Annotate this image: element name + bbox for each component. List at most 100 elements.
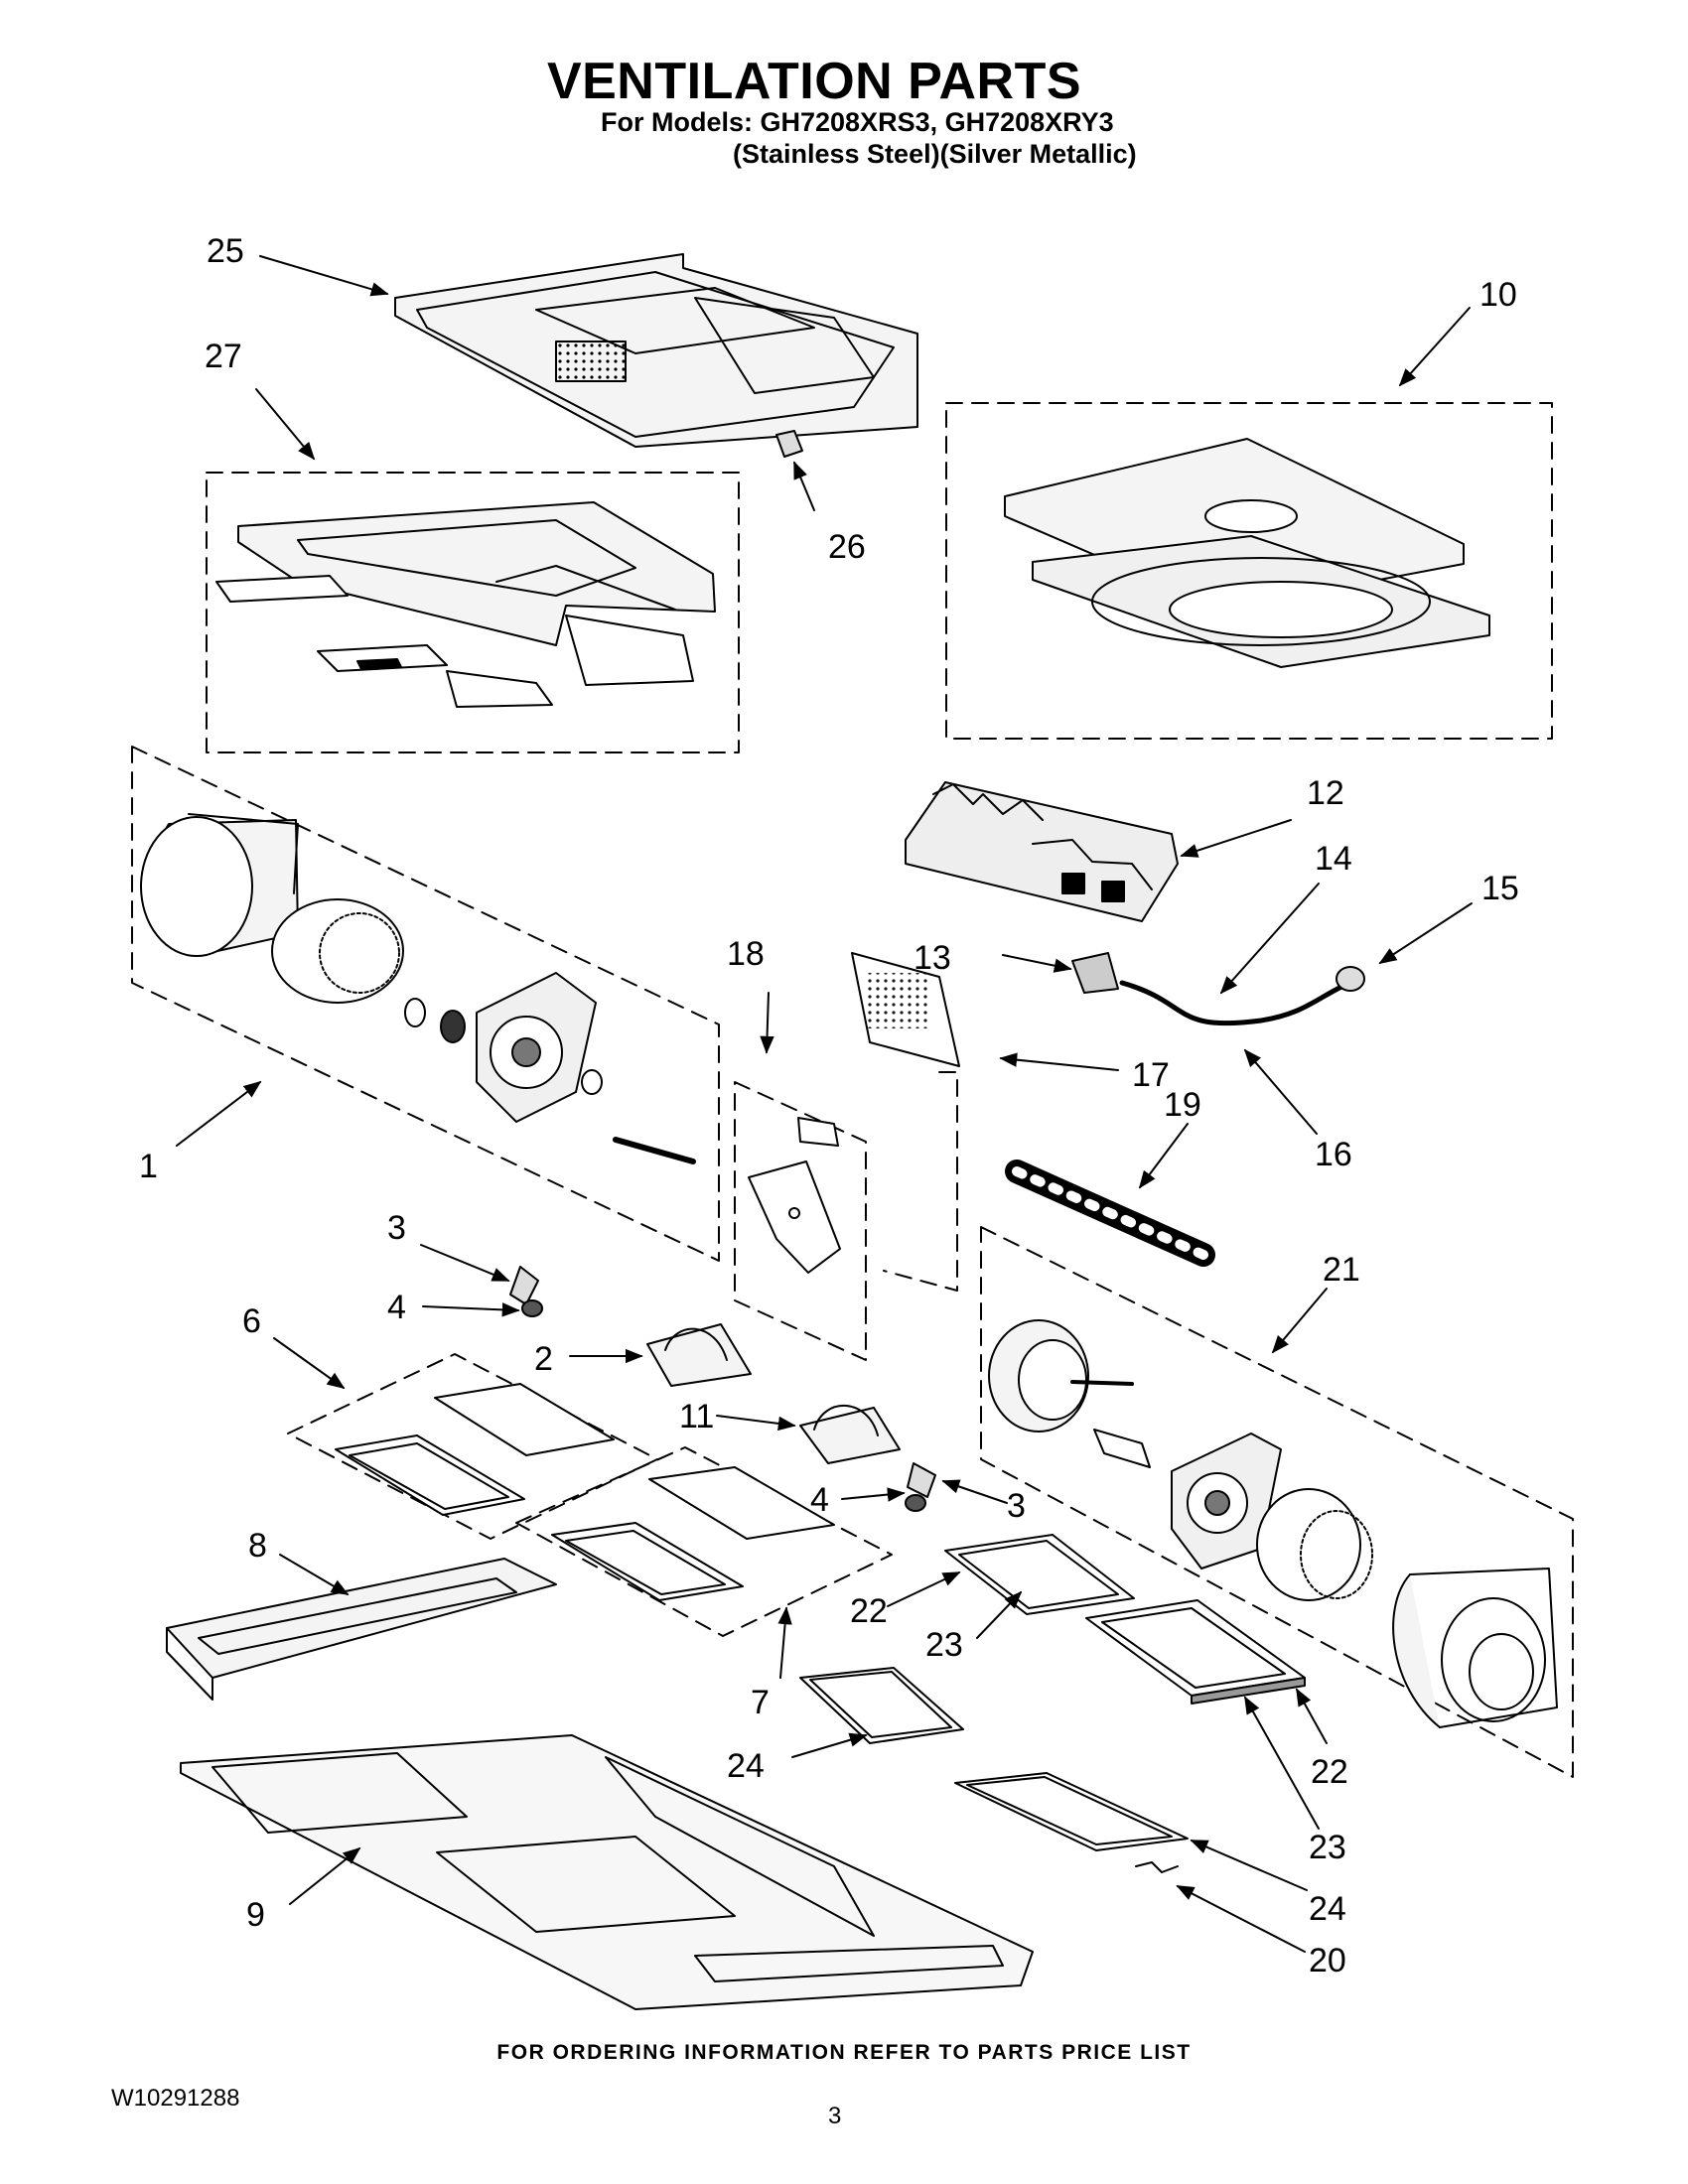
arrow-17 (999, 1052, 1119, 1071)
finish-line: (Stainless Steel)(Silver Metallic) (733, 139, 1137, 169)
group-1-box (131, 746, 720, 1262)
arrow-3-left (420, 1244, 510, 1282)
callout-24-right: 24 (1309, 1890, 1346, 1928)
callout-1: 1 (139, 1148, 158, 1185)
part-22-23-filters (944, 1534, 1306, 1705)
callout-18: 18 (727, 935, 765, 973)
part-6-grease-filter (335, 1383, 615, 1516)
callout-13: 13 (914, 939, 951, 977)
group-27-box (206, 472, 740, 753)
page-title: VENTILATION PARTS (546, 53, 1082, 110)
part-17-grille-panel (851, 952, 960, 1067)
callout-17: 17 (1132, 1056, 1170, 1094)
arrow-7 (777, 1606, 792, 1679)
callout-12: 12 (1307, 774, 1344, 812)
group-18-box (734, 1081, 867, 1361)
callout-26: 26 (828, 528, 866, 566)
arrow-24-left (791, 1732, 868, 1758)
arrow-15 (1378, 902, 1473, 964)
callout-27: 27 (205, 338, 242, 375)
arrow-27 (255, 388, 316, 461)
callout-20: 20 (1309, 1942, 1346, 1979)
callout-16: 16 (1315, 1136, 1352, 1173)
part-20-clip (1135, 1861, 1179, 1873)
part-4-socket-left (521, 1299, 543, 1317)
part-18-bracket (748, 1117, 841, 1274)
callout-15: 15 (1481, 870, 1519, 907)
arrow-19 (1138, 1123, 1189, 1189)
part-12-control-board (905, 781, 1179, 922)
callout-22-left: 22 (850, 1592, 888, 1630)
arrow-1 (176, 1080, 262, 1147)
callout-22-right: 22 (1311, 1753, 1348, 1791)
callout-21: 21 (1323, 1251, 1360, 1289)
part-26-clip (775, 430, 803, 458)
arrow-10 (1398, 307, 1471, 387)
arrow-20 (1176, 1885, 1306, 1953)
arrow-21 (1271, 1288, 1328, 1354)
callout-14: 14 (1315, 840, 1352, 878)
callout-10: 10 (1479, 276, 1517, 314)
part-2-lamp-cover (646, 1323, 752, 1387)
callout-8: 8 (248, 1527, 267, 1565)
part-3-lamp-left (509, 1266, 539, 1305)
arrow-23-left (976, 1590, 1023, 1639)
callout-19: 19 (1164, 1086, 1201, 1124)
arrow-8 (279, 1554, 350, 1595)
leader-arrows (176, 255, 1473, 1953)
arrow-24-right (1190, 1840, 1308, 1891)
callout-3-left: 3 (387, 1209, 406, 1247)
arrow-3-right (941, 1479, 1008, 1504)
arrow-23-right (1244, 1696, 1320, 1830)
part-8-bracket-bar (166, 1558, 557, 1701)
part-3-lamp-right (907, 1462, 936, 1498)
arrow-11 (716, 1415, 796, 1432)
arrow-22-right (1296, 1688, 1328, 1744)
callout-23-left: 23 (925, 1626, 963, 1664)
arrow-13 (1002, 954, 1072, 973)
arrow-14 (1219, 883, 1320, 995)
callout-11: 11 (679, 1398, 714, 1435)
part-21-motor-assembly (988, 1319, 1558, 1728)
part-19-roller (1005, 1160, 1215, 1267)
callout-labels: 25 27 26 10 12 14 15 13 17 16 18 1 19 3 … (139, 232, 1519, 1979)
callout-4-left: 4 (387, 1289, 406, 1326)
arrow-12 (1180, 819, 1292, 858)
arrow-4-right (841, 1487, 906, 1502)
callout-23-right: 23 (1309, 1829, 1346, 1866)
callout-25: 25 (207, 232, 244, 270)
group-6-box (287, 1353, 658, 1540)
part-11-lamp-cover (799, 1404, 901, 1464)
group-7-box (515, 1446, 893, 1637)
part-1-blower-assembly (140, 813, 696, 1164)
part-27-damper-plate (215, 501, 716, 708)
arrow-16 (1243, 1048, 1318, 1135)
part-25-top-plate (394, 253, 918, 448)
arrow-9 (289, 1846, 361, 1905)
callout-6: 6 (242, 1302, 261, 1340)
part-14-wire-harness (1071, 952, 1365, 1030)
page-number: 3 (828, 2103, 842, 2129)
ordering-note: FOR ORDERING INFORMATION REFER TO PARTS … (496, 2041, 1192, 2064)
part-4-socket-right (905, 1494, 926, 1512)
part-9-bottom-tray (180, 1734, 1034, 2010)
callout-7: 7 (751, 1684, 770, 1721)
document-number: W10291288 (111, 2085, 240, 2112)
part-7-grease-filter (551, 1466, 835, 1601)
wire-path (883, 1071, 958, 1292)
arrow-18 (760, 992, 774, 1054)
arrow-22-left (887, 1571, 961, 1607)
arrow-26 (793, 461, 815, 511)
models-line: For Models: GH7208XRS3, GH7208XRY3 (601, 107, 1114, 137)
callout-9: 9 (246, 1896, 265, 1934)
part-10-blower-plate (1004, 438, 1490, 668)
group-10-box (945, 402, 1553, 740)
callout-2: 2 (534, 1340, 553, 1378)
callout-4-right: 4 (810, 1481, 829, 1519)
arrow-4-left (422, 1302, 520, 1317)
callout-24-left: 24 (727, 1747, 765, 1785)
arrow-25 (259, 255, 389, 297)
arrow-6 (273, 1337, 346, 1390)
group-21-box (980, 1226, 1574, 1778)
